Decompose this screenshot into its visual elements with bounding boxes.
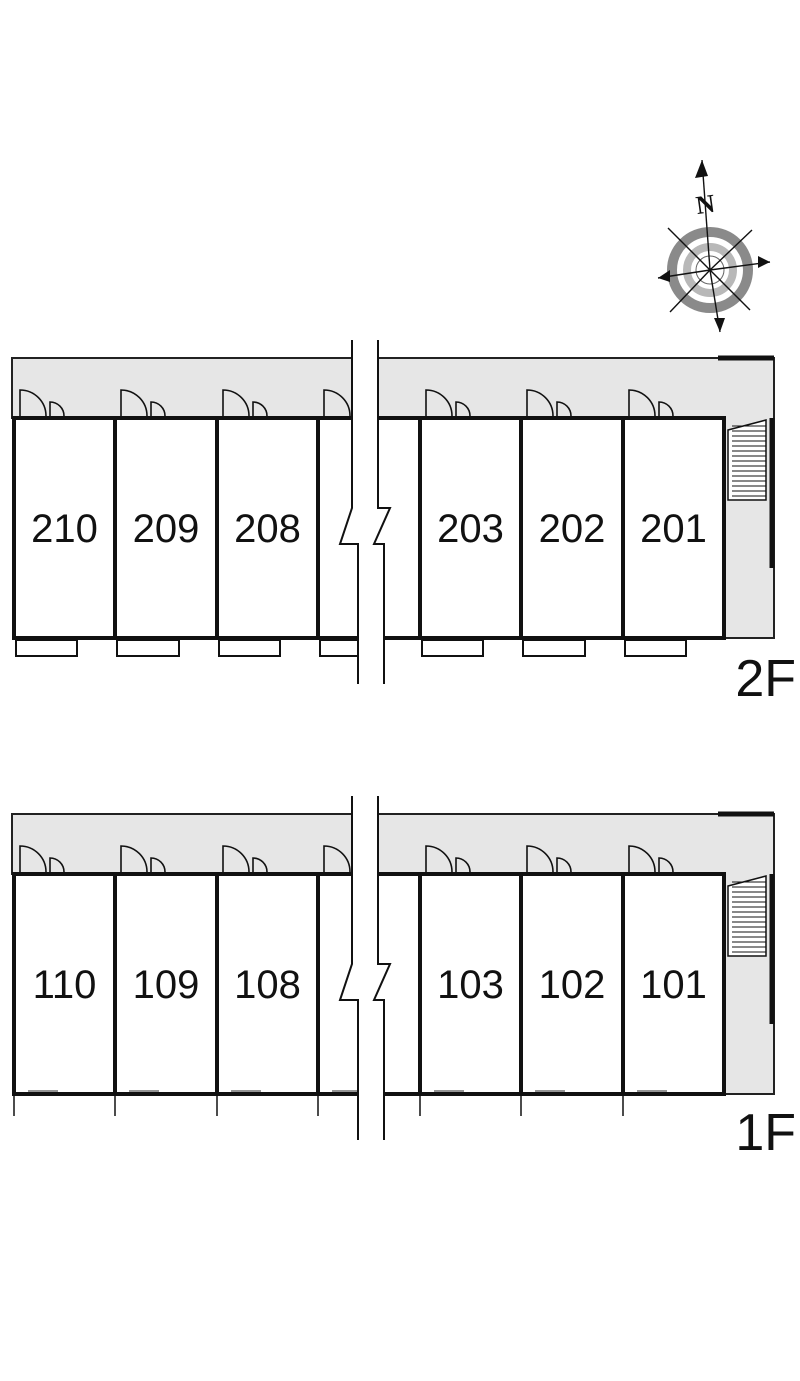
- balcony: [421, 639, 484, 657]
- unit-109: 109: [113, 845, 219, 1116]
- compass-west-arrow: [658, 270, 670, 282]
- unit-202: 202: [519, 389, 625, 657]
- door-swing: [120, 845, 148, 873]
- balcony: [624, 639, 687, 657]
- stairs: [727, 875, 767, 957]
- door-swing: [120, 389, 148, 417]
- unit-number: 108: [234, 963, 301, 1007]
- unit-number: 102: [539, 963, 606, 1007]
- window-swing: [455, 401, 471, 417]
- window-swing: [252, 857, 268, 873]
- door-swing: [425, 389, 453, 417]
- unit-208: 208: [215, 389, 320, 657]
- door-swing: [19, 389, 47, 417]
- balcony: [218, 639, 281, 657]
- balcony: [116, 639, 180, 657]
- door-swing: [628, 389, 656, 417]
- unit-110: 110: [12, 845, 117, 1116]
- window-swing: [49, 401, 65, 417]
- unit-number: 101: [640, 963, 707, 1007]
- break-symbol: [338, 796, 392, 1140]
- unit-103: 103: [418, 845, 523, 1116]
- compass-north-arrow: [695, 160, 708, 178]
- compass-ray: [667, 227, 711, 271]
- break-symbol: [338, 340, 392, 684]
- compass-rose-icon: N: [657, 159, 771, 333]
- floor-2f: 210 209 208 203 202 201 2F: [11, 340, 796, 708]
- door-swing: [19, 845, 47, 873]
- door-swing: [425, 845, 453, 873]
- unit-102: 102: [519, 845, 625, 1116]
- compass-inner-ring: [683, 243, 737, 297]
- unit-number: 203: [437, 507, 504, 551]
- door-swing: [526, 845, 554, 873]
- window-swing: [556, 857, 572, 873]
- floor-label: 2F: [735, 650, 796, 708]
- compass-south-arrow: [714, 318, 725, 332]
- unit-203: 203: [418, 389, 523, 657]
- floor-1f: 110 109 108 103 102 101 1F: [11, 796, 796, 1162]
- window-swing: [658, 401, 674, 417]
- compass-north-label: N: [694, 189, 717, 220]
- unit-number: 201: [640, 507, 707, 551]
- unit-number: 109: [133, 963, 200, 1007]
- unit-number: 103: [437, 963, 504, 1007]
- door-swing: [222, 389, 250, 417]
- window-swing: [455, 857, 471, 873]
- door-swing: [323, 845, 351, 873]
- door-swing: [526, 389, 554, 417]
- unit-201: 201: [621, 389, 726, 657]
- window-swing: [252, 401, 268, 417]
- unit-number: 202: [539, 507, 606, 551]
- unit-number: 210: [31, 507, 98, 551]
- door-swing: [222, 845, 250, 873]
- unit-108: 108: [215, 845, 320, 1116]
- unit-number: 110: [33, 963, 97, 1007]
- compass-ray: [709, 269, 751, 311]
- unit-209: 209: [113, 389, 219, 657]
- compass-ray: [709, 229, 753, 271]
- window-swing: [150, 401, 166, 417]
- window-swing: [49, 857, 65, 873]
- compass-east-arrow: [758, 256, 770, 268]
- compass-outer-ring: [667, 227, 753, 313]
- compass-ray: [701, 159, 711, 271]
- window-swing: [658, 857, 674, 873]
- unit-210: 210: [12, 389, 117, 657]
- balcony: [15, 639, 78, 657]
- unit-number: 208: [234, 507, 301, 551]
- window-swing: [150, 857, 166, 873]
- balcony: [522, 639, 586, 657]
- unit-101: 101: [621, 845, 726, 1116]
- stairs: [727, 419, 767, 501]
- window-swing: [556, 401, 572, 417]
- unit-number: 209: [133, 507, 200, 551]
- door-swing: [628, 845, 656, 873]
- compass-ray: [669, 269, 711, 313]
- floor-label: 1F: [735, 1104, 796, 1162]
- door-swing: [323, 389, 351, 417]
